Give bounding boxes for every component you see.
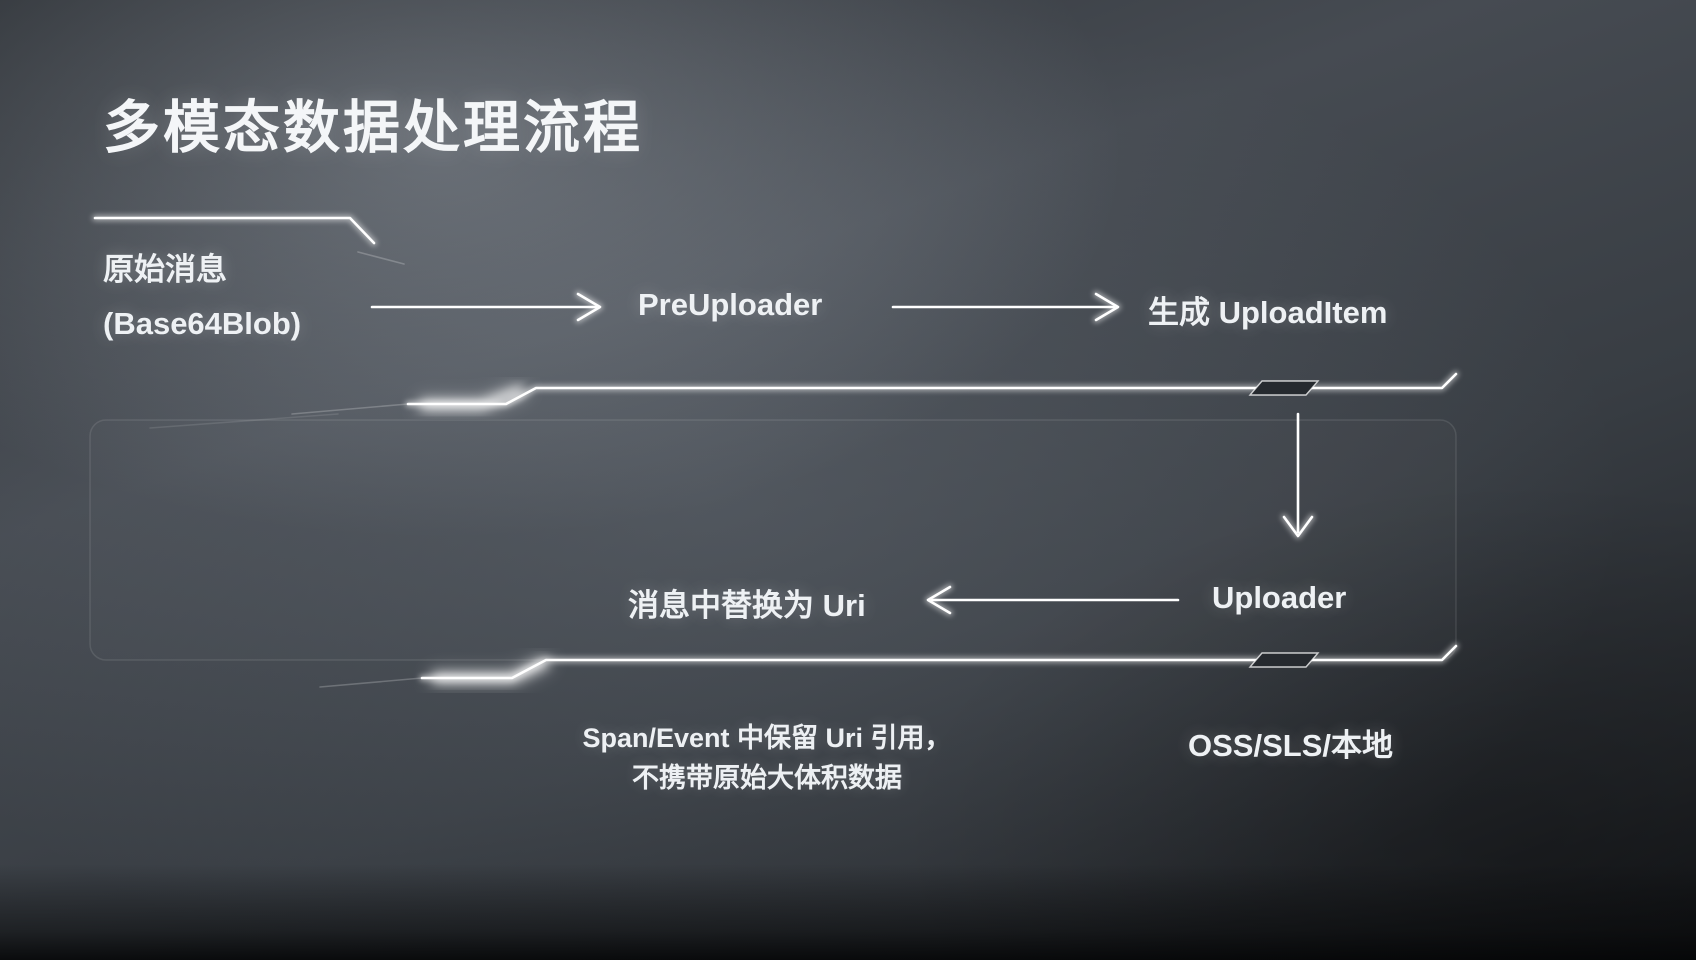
arrow-uploader-to-replace-uri [925,584,1181,616]
node-source-message: 原始消息 (Base64Blob) [103,243,301,351]
connector-chip-bottom [1248,652,1320,668]
node-source-line2: (Base64Blob) [103,306,302,341]
node-source-line1: 原始消息 [103,252,227,287]
note-span-event: Span/Event 中保留 Uri 引用， 不携带原始大体积数据 [552,718,982,798]
arrow-preuploader-to-uploaditem [890,291,1121,323]
frame-bottom-line [319,643,1459,688]
node-uploader: Uploader [1212,580,1347,615]
connector-chip-top [1248,380,1320,396]
node-upload-item: 生成 UploadItem [1148,295,1388,330]
note-line1: Span/Event 中保留 Uri 引用， [582,723,952,753]
note-line2: 不携带原始大体积数据 [632,763,902,793]
arrow-source-to-preuploader [369,291,603,323]
node-replace-with-uri: 消息中替换为 Uri [628,588,866,623]
page-title: 多模态数据处理流程 [103,96,643,160]
corner-bracket-top-left [87,210,405,265]
node-storage-targets: OSS/SLS/本地 [1188,728,1393,763]
frame-top-line [149,371,1459,429]
arrow-uploaditem-to-uploader [1281,411,1315,539]
node-preuploader: PreUploader [638,287,823,322]
